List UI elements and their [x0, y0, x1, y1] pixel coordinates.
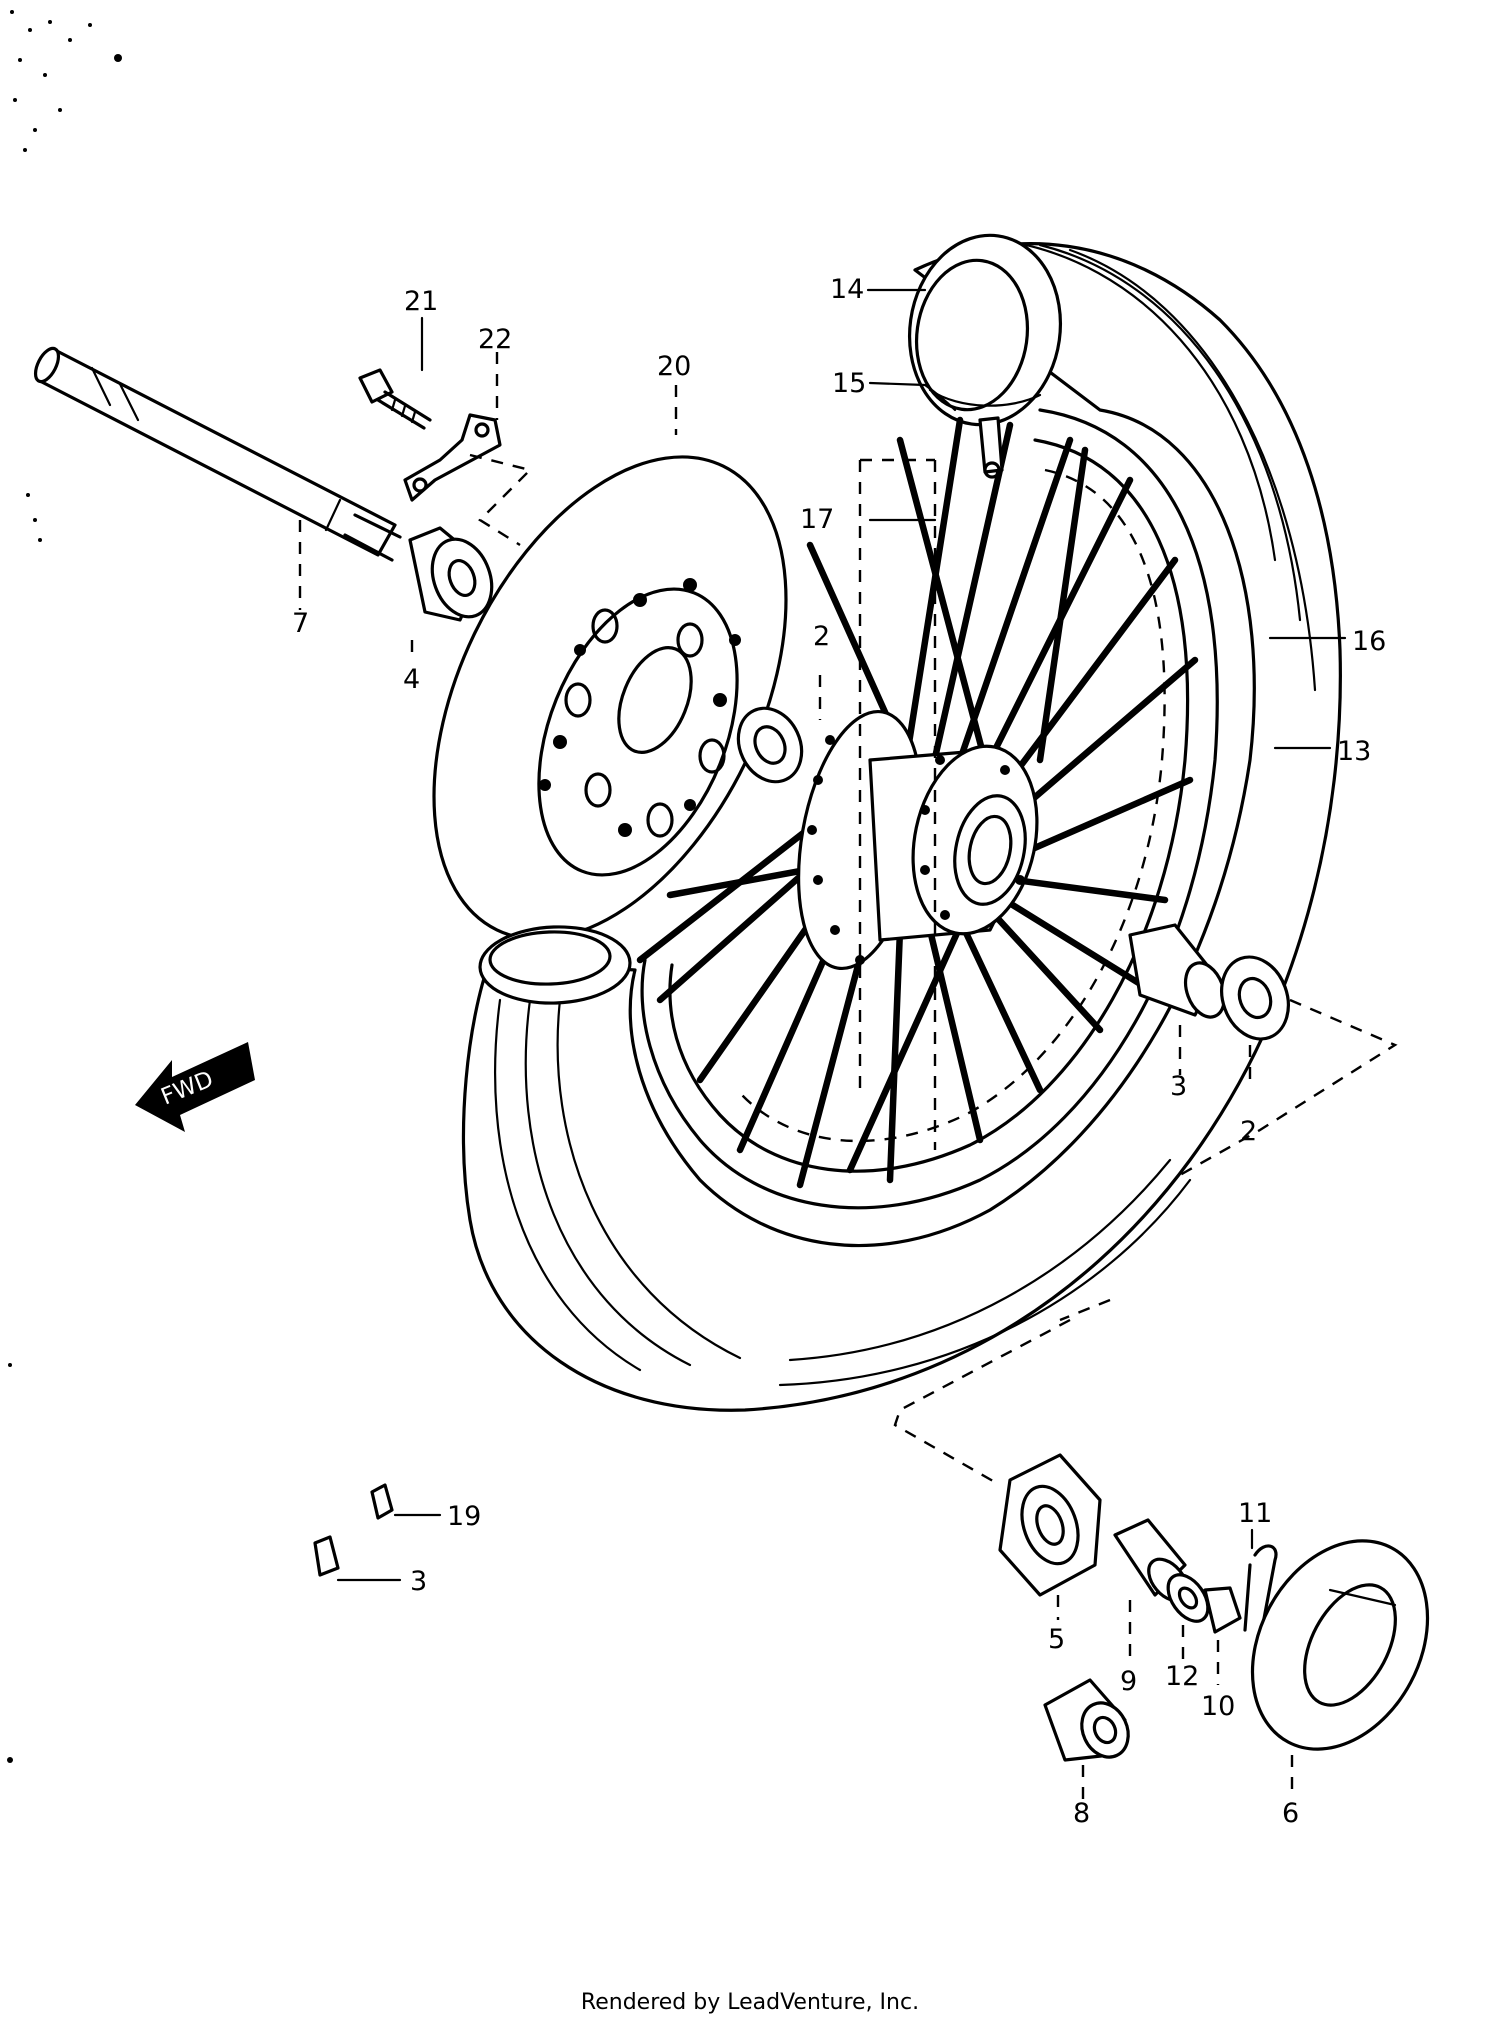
hub-flange-holes	[807, 735, 1025, 965]
spoke-nipple-19	[370, 1483, 394, 1520]
axle-collar	[1043, 1678, 1130, 1762]
scan-noise	[7, 10, 122, 1763]
callout-3-hub: 3	[1170, 1071, 1187, 1102]
callout-3-nipple: 3	[410, 1566, 427, 1597]
axle-nut	[1203, 1586, 1242, 1634]
guide-lines-bolt	[469, 453, 533, 547]
callout-15: 15	[832, 368, 866, 399]
callout-13: 13	[1337, 736, 1371, 767]
front-axle	[33, 346, 402, 562]
callout-14: 14	[830, 274, 864, 305]
callout-labels: 21 22 20 14 15 17 7 4 2 16 13 3 2 19 3 1…	[292, 274, 1386, 1829]
cotter-pin	[1243, 1544, 1278, 1642]
brake-disc	[432, 455, 788, 941]
callout-20: 20	[657, 351, 691, 382]
bolt-lock-washer	[403, 413, 502, 502]
callout-2-left: 2	[813, 621, 830, 652]
callout-19: 19	[447, 1501, 481, 1532]
callout-8: 8	[1073, 1798, 1090, 1829]
tire-tread-lines	[494, 238, 1317, 1387]
callout-4: 4	[403, 664, 420, 695]
wheel-bearing-left	[736, 706, 804, 784]
callout-16: 16	[1352, 626, 1386, 657]
exploded-guide-lines	[893, 998, 1398, 1487]
footer-credit: Rendered by LeadVenture, Inc.	[580, 1990, 920, 2015]
rim	[640, 408, 1219, 1210]
callout-9: 9	[1120, 1666, 1137, 1697]
speedometer-gearbox	[998, 1453, 1102, 1597]
callout-17: 17	[800, 504, 834, 535]
tire	[461, 233, 1342, 1412]
valve-stem	[978, 416, 1004, 479]
callout-6: 6	[1282, 1798, 1299, 1829]
wheel-cover	[1250, 1539, 1430, 1751]
wheel-bearing-right	[1220, 955, 1290, 1041]
callout-12: 12	[1165, 1661, 1199, 1692]
spoke-nipple-18	[313, 1535, 340, 1577]
callout-5: 5	[1048, 1624, 1065, 1655]
callout-22: 22	[478, 324, 512, 355]
callout-10: 10	[1201, 1691, 1235, 1722]
disc-bolt	[358, 368, 432, 430]
callout-21: 21	[404, 286, 438, 317]
callout-7: 7	[292, 608, 309, 639]
callout-2-right: 2	[1240, 1116, 1257, 1147]
gearbox-washer	[1166, 1573, 1210, 1623]
callout-11: 11	[1238, 1498, 1272, 1529]
fwd-direction-arrow: FWD	[135, 1042, 255, 1132]
leader-lines	[298, 288, 1347, 1800]
disc-mounting-holes	[539, 578, 741, 838]
hub	[796, 709, 1039, 971]
axle-spacer	[408, 526, 494, 622]
